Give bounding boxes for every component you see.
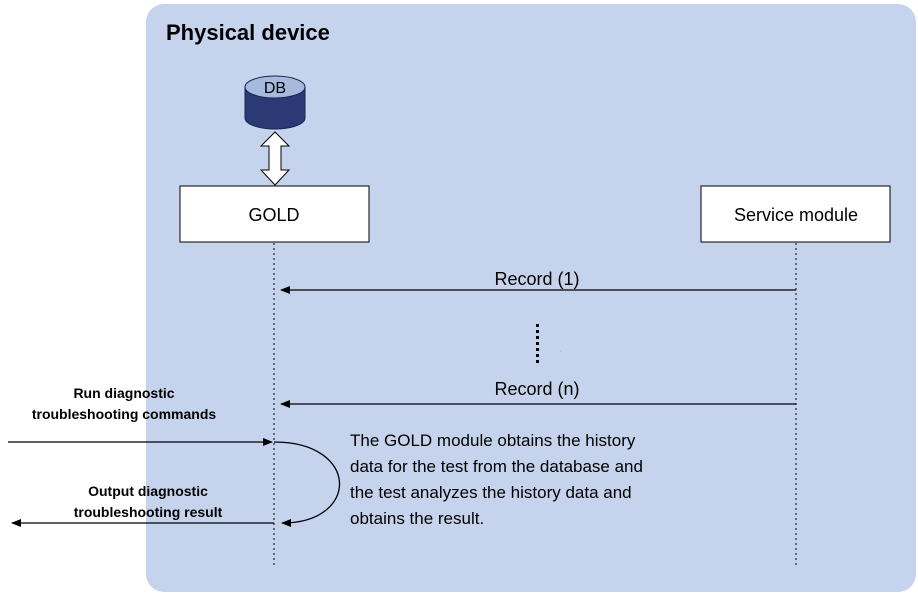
- database-icon: [244, 75, 306, 130]
- gold-module-box: [179, 185, 370, 243]
- input-label-line2: troubleshooting commands: [32, 406, 217, 422]
- service-module-label: Service module: [734, 205, 858, 225]
- input-label-line1: Run diagnostic: [73, 385, 174, 401]
- message-ellipsis-glyph: ⋮: [560, 352, 561, 353]
- analysis-loop-curve: [273, 441, 341, 527]
- output-label-line2: troubleshooting result: [74, 504, 223, 520]
- service-module-box: [700, 185, 891, 243]
- description-line3: the test analyzes the history data and: [350, 483, 632, 502]
- gold-module-label: GOLD: [248, 205, 299, 225]
- message-ellipsis: [536, 324, 539, 363]
- physical-device-container: [146, 4, 916, 592]
- database-label: DB: [264, 80, 286, 97]
- description-line1: The GOLD module obtains the history: [350, 431, 636, 450]
- record-first-label: Record (1): [494, 269, 579, 289]
- description-line2: data for the test from the database and: [350, 457, 643, 476]
- description-line4: obtains the result.: [350, 509, 484, 528]
- record-last-label: Record (n): [494, 379, 579, 399]
- db-gold-double-arrow: [259, 131, 291, 186]
- container-title: Physical device: [166, 20, 330, 45]
- output-label-line1: Output diagnostic: [88, 483, 208, 499]
